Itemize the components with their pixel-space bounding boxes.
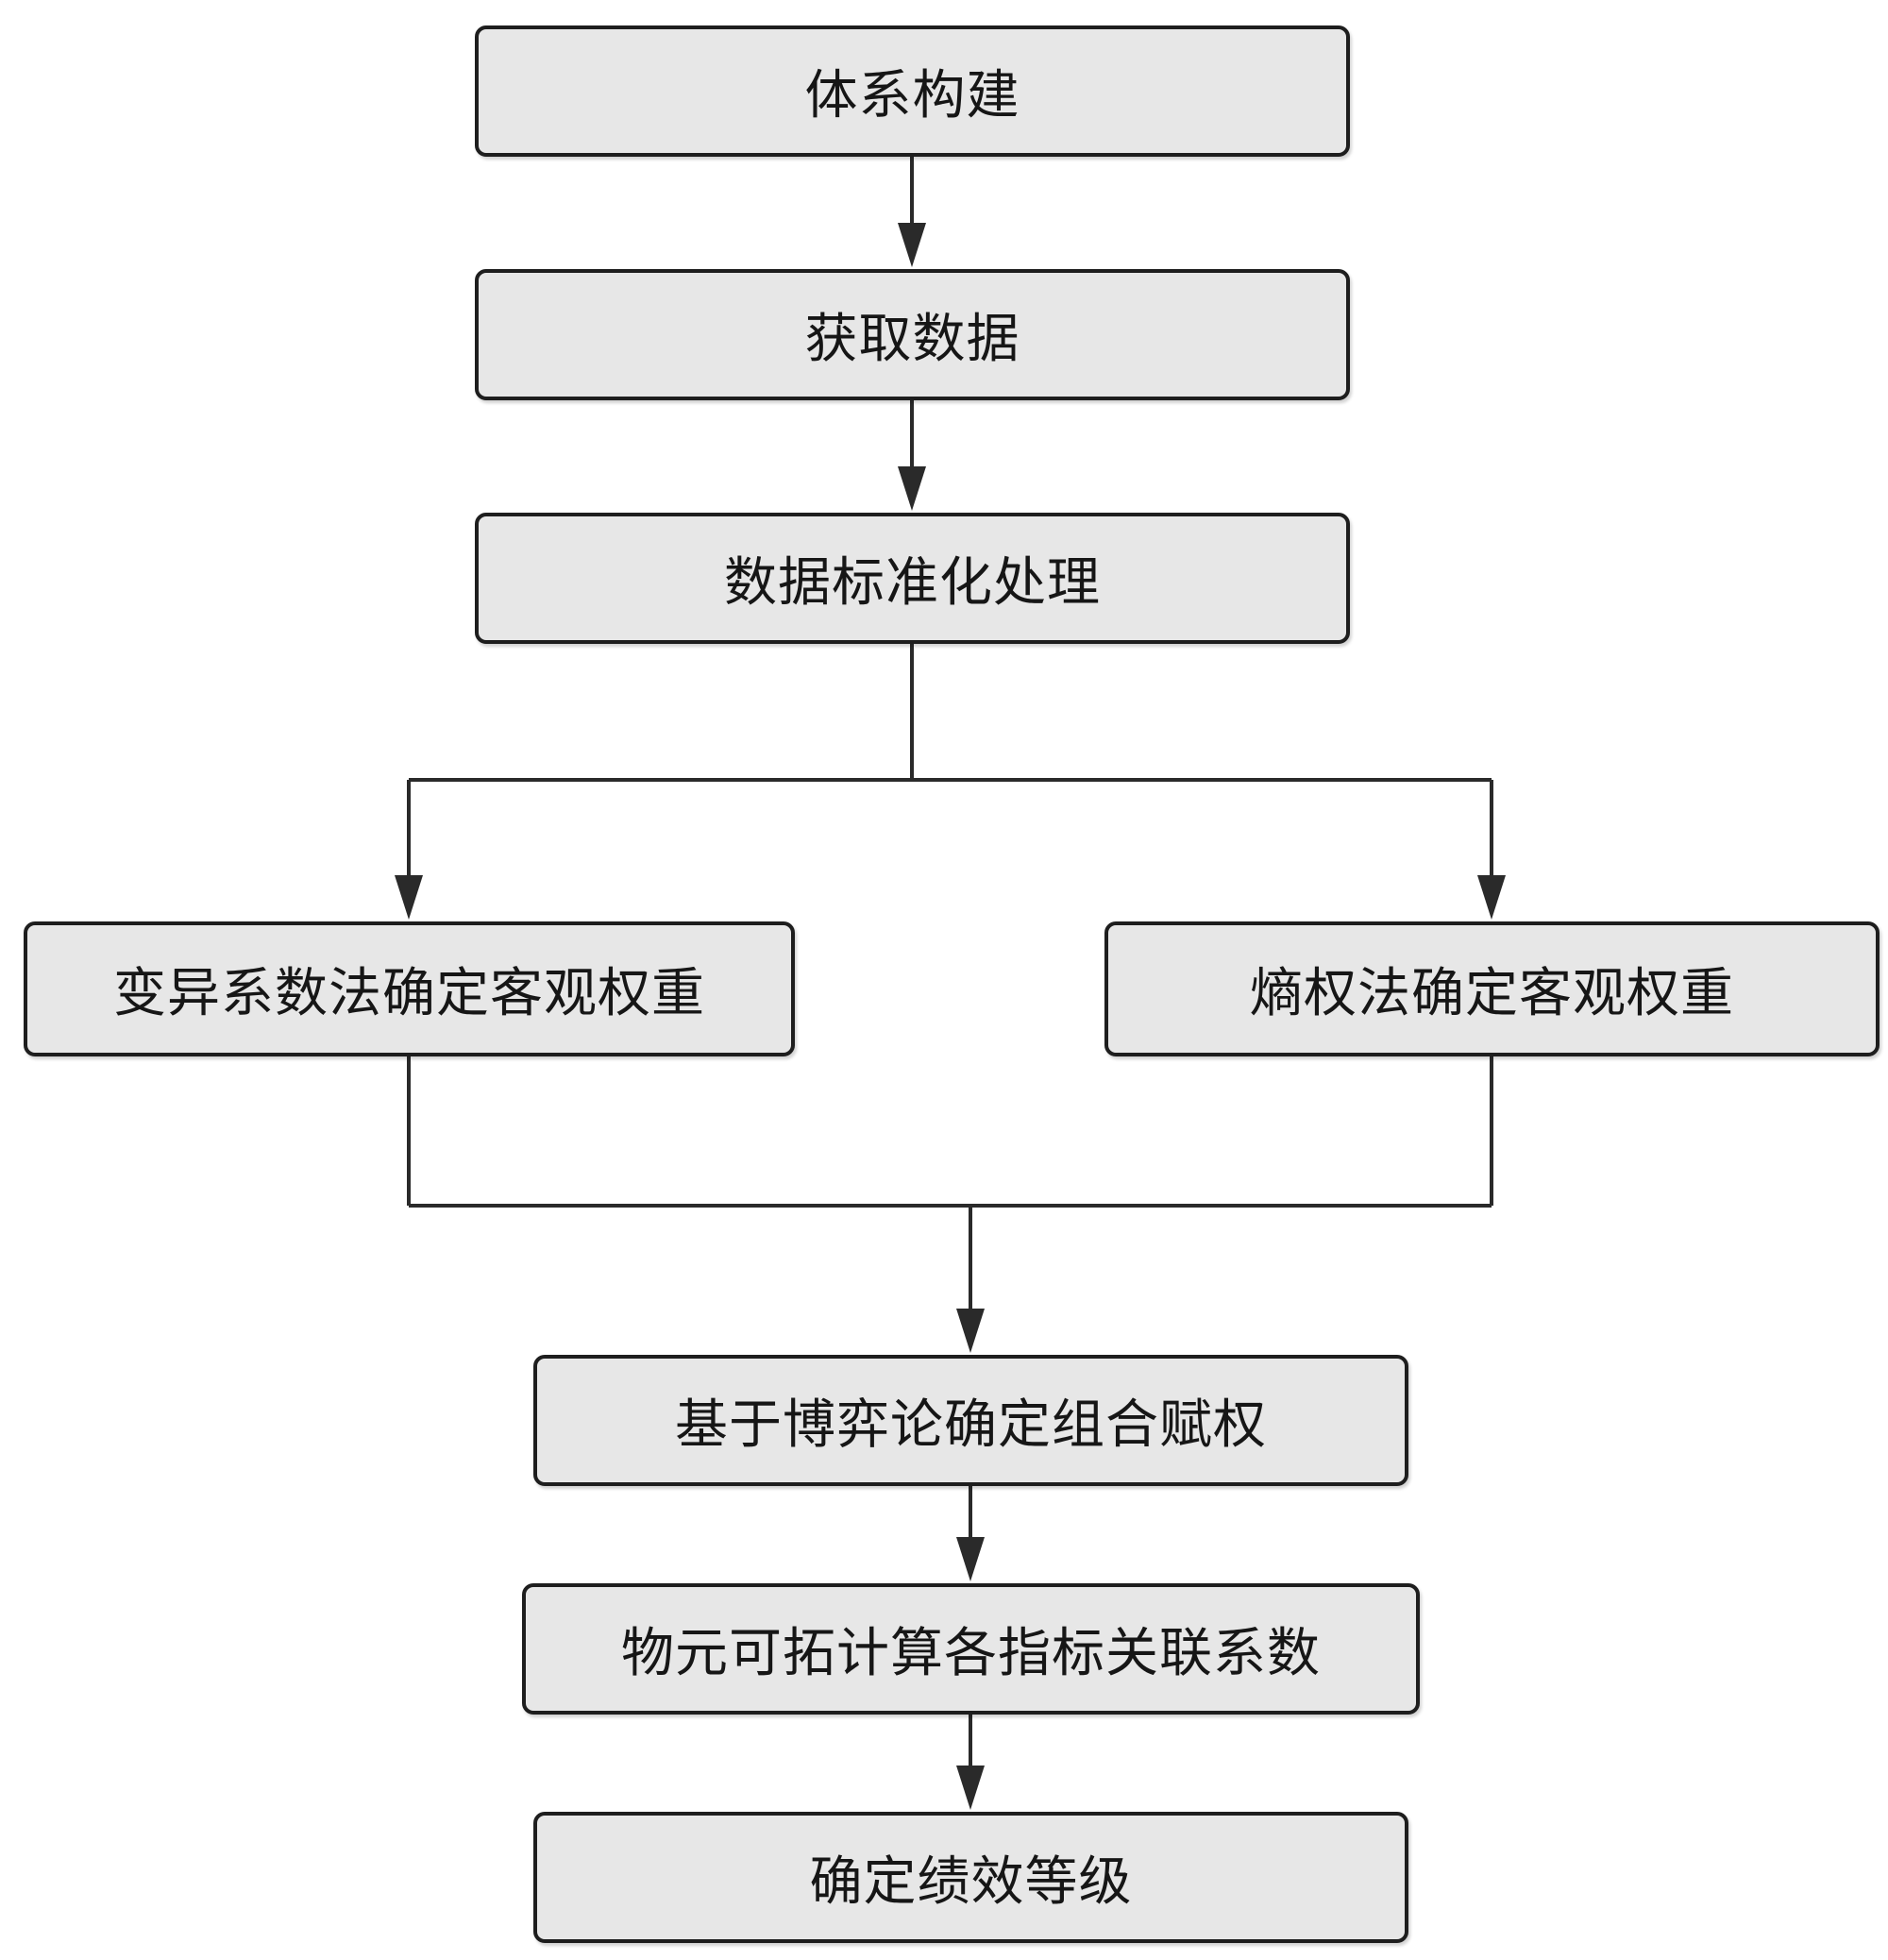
arrowhead-icon [1477,875,1506,920]
step-coefficient-of-variation-weighting: 变异系数法确定客观权重 [24,921,795,1056]
step-label: 熵权法确定客观权重 [1250,963,1734,1024]
step-label: 基于博弈论确定组合赋权 [675,1394,1267,1456]
arrowhead-icon [898,223,926,267]
step-label: 数据标准化处理 [724,552,1101,614]
step-label: 物元可拓计算各指标关联系数 [621,1623,1321,1684]
step-label: 确定绩效等级 [809,1851,1133,1913]
step-game-theory-combined-weighting: 基于博弈论确定组合赋权 [533,1355,1408,1486]
step-matter-element-correlation: 物元可拓计算各指标关联系数 [522,1583,1420,1715]
step-label: 体系构建 [804,65,1020,127]
step-entropy-weighting: 熵权法确定客观权重 [1104,921,1880,1056]
arrowhead-icon [956,1766,985,1810]
arrowhead-icon [395,875,423,920]
arrowhead-icon [898,466,926,511]
arrowhead-icon [956,1537,985,1581]
arrowhead-icon [956,1309,985,1353]
step-system-construction: 体系构建 [475,25,1350,157]
step-data-standardization: 数据标准化处理 [475,513,1350,644]
step-performance-grade: 确定绩效等级 [533,1812,1408,1943]
step-data-acquisition: 获取数据 [475,269,1350,400]
step-label: 变异系数法确定客观权重 [113,963,705,1024]
step-label: 获取数据 [804,309,1020,370]
